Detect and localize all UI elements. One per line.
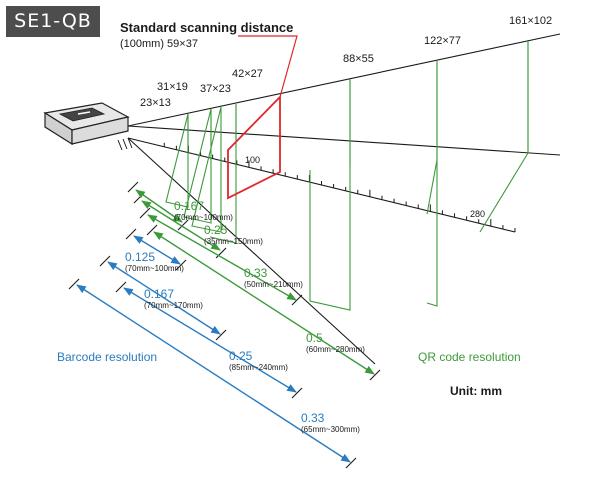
standard-distance-detail: (100mm) 59×37 bbox=[120, 38, 198, 50]
axis-label: 100 bbox=[245, 155, 260, 165]
barcode-range: (70mm~100mm) bbox=[125, 264, 184, 273]
axis-label: 280 bbox=[470, 209, 485, 219]
qr-range: (70mm~100mm) bbox=[174, 213, 233, 222]
fov-label: 122×77 bbox=[424, 35, 461, 47]
qr-range: (35mm~150mm) bbox=[204, 237, 263, 246]
qr-range: (60mm~280mm) bbox=[306, 345, 365, 354]
barcode-range: (65mm~300mm) bbox=[301, 425, 360, 434]
qr-value: 0.167 bbox=[174, 199, 204, 213]
unit-label: Unit: mm bbox=[450, 384, 502, 398]
standard-distance-title: Standard scanning distance bbox=[120, 20, 293, 35]
qr-range: (50mm~210mm) bbox=[244, 280, 303, 289]
barcode-section-label: Barcode resolution bbox=[57, 350, 157, 364]
barcode-resolution-arrows bbox=[76, 235, 351, 463]
fov-label: 31×19 bbox=[157, 81, 188, 93]
qr-section-label: QR code resolution bbox=[418, 350, 521, 364]
model-badge: SE1-QB bbox=[6, 6, 100, 37]
barcode-arrow-1 bbox=[133, 235, 181, 265]
qr-value: 0.5 bbox=[306, 331, 323, 345]
standard-distance-frame bbox=[227, 35, 298, 200]
barcode-value: 0.33 bbox=[301, 411, 325, 425]
barcode-value: 0.125 bbox=[125, 250, 155, 264]
qr-value: 0.25 bbox=[204, 223, 228, 237]
barcode-value: 0.25 bbox=[229, 349, 253, 363]
barcode-arrow-4 bbox=[76, 284, 351, 463]
fov-label: 88×55 bbox=[343, 53, 374, 65]
fov-label: 23×13 bbox=[140, 97, 171, 109]
barcode-range: (85mm~240mm) bbox=[229, 363, 288, 372]
fov-label: 37×23 bbox=[200, 83, 231, 95]
fov-label: 42×27 bbox=[232, 68, 263, 80]
barcode-value: 0.167 bbox=[144, 287, 174, 301]
fov-frames bbox=[165, 41, 529, 311]
qr-value: 0.33 bbox=[244, 266, 268, 280]
barcode-range: (70mm~170mm) bbox=[144, 301, 203, 310]
scanner-icon bbox=[43, 102, 133, 151]
fov-label: 161×102 bbox=[509, 15, 552, 27]
